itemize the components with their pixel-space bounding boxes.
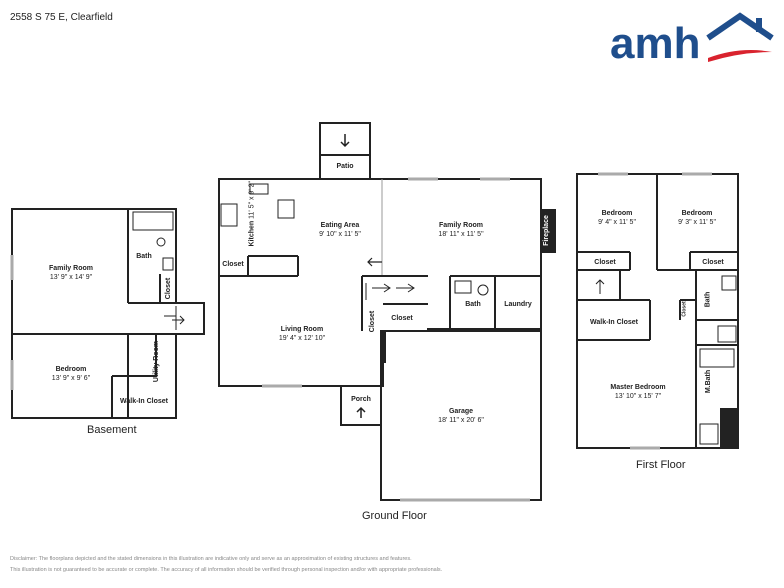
first-floor-label: First Floor bbox=[636, 459, 686, 471]
kitchen-label: Kitchen 11' 5" x 9' 2" bbox=[248, 181, 256, 247]
garage-label: Garage 18' 11" x 20' 6" bbox=[438, 408, 484, 424]
eating-area-label: Eating Area 9' 10" x 11' 5" bbox=[319, 222, 361, 238]
amh-logo: amh bbox=[610, 12, 774, 68]
ground-closet-vertical-label: Closet bbox=[369, 310, 377, 333]
laundry-label: Laundry bbox=[504, 301, 532, 308]
porch-label: Porch bbox=[351, 396, 371, 403]
first-floor-plan bbox=[576, 173, 739, 449]
logo-text: amh bbox=[610, 19, 700, 68]
bedroom-1-label: Bedroom 9' 4" x 11' 5" bbox=[598, 210, 636, 226]
basement-closet-label: Closet bbox=[165, 277, 173, 300]
disclaimer-line-1: Disclaimer: The floorplans depicted and … bbox=[10, 556, 412, 562]
disclaimer-line-2: This illustration is not guaranteed to b… bbox=[10, 567, 443, 573]
basement-walkin-closet-label: Walk-In Closet bbox=[120, 398, 168, 405]
living-room-label: Living Room 19' 4" x 12' 10" bbox=[278, 326, 326, 342]
first-small-closet-label: Closet bbox=[681, 301, 688, 317]
ground-bath-label: Bath bbox=[465, 301, 481, 308]
bedroom-1-closet-label: Closet bbox=[594, 259, 616, 266]
ground-closet-label: Closet bbox=[391, 315, 413, 322]
ground-family-room-label: Family Room 18' 11" x 11' 5" bbox=[438, 222, 484, 238]
master-bedroom-label: Master Bedroom 13' 10" x 15' 7" bbox=[610, 384, 666, 400]
property-address: 2558 S 75 E, Clearfield bbox=[10, 12, 113, 23]
utility-room-label: Utility Room bbox=[153, 340, 161, 383]
kitchen-closet-label: Closet bbox=[222, 261, 244, 268]
first-walkin-closet-label: Walk-In Closet bbox=[590, 319, 638, 326]
basement-plan bbox=[11, 208, 205, 419]
master-bath-label: M.Bath bbox=[705, 369, 713, 394]
bedroom-2-label: Bedroom 9' 3" x 11' 5" bbox=[678, 210, 716, 226]
fireplace-label: Fireplace bbox=[542, 215, 550, 246]
bedroom-2-closet-label: Closet bbox=[702, 259, 724, 266]
patio-label: Patio bbox=[336, 163, 354, 170]
basement-bath-label: Bath bbox=[136, 253, 152, 260]
ground-floor-plan bbox=[218, 122, 556, 501]
basement-floor-label: Basement bbox=[87, 424, 137, 436]
basement-family-room-label: Family Room 13' 9" x 14' 9" bbox=[49, 265, 93, 281]
first-bath-label: Bath bbox=[704, 291, 712, 308]
ground-floor-label: Ground Floor bbox=[362, 510, 427, 522]
basement-bedroom-label: Bedroom 13' 9" x 9' 6" bbox=[51, 366, 91, 382]
